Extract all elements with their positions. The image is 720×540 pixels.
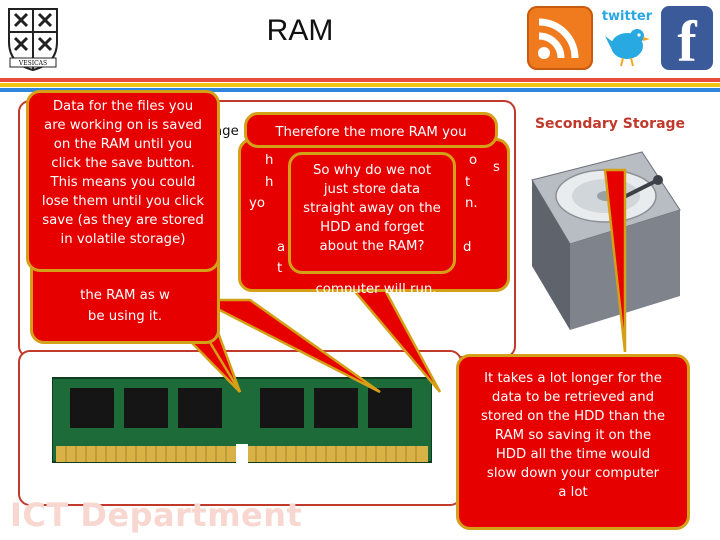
facebook-icon[interactable]: f (661, 6, 713, 74)
callout-hdd-line7: a lot (558, 485, 588, 500)
peek-h1: h (265, 153, 274, 168)
callout-save-line5: This means you could (50, 175, 196, 190)
peek-a: a (277, 240, 286, 255)
facebook-letter: f (677, 9, 697, 74)
callout-tail-hdd (603, 168, 627, 353)
callout-hdd-slow: It takes a lot longer for the data to be… (456, 354, 690, 530)
callout-why-not-line4: HDD and forget (320, 220, 424, 235)
header-divider-yellow (0, 83, 720, 87)
peek-computer-will-run: computer will run. (315, 282, 437, 297)
callout-save-line4: click the save button. (51, 156, 195, 171)
callout-save-line2: are working on is saved (44, 118, 202, 133)
peek-t2: t (277, 261, 283, 276)
page-title: RAM (266, 14, 334, 47)
callout-tail-back (199, 298, 381, 394)
callout-more-ram-text: Therefore the more RAM you (275, 125, 467, 140)
callout-hdd-line2: data to be retrieved and (491, 390, 655, 405)
peek-age: age (214, 124, 239, 139)
callout-hdd-line4: RAM so saving it on the (494, 428, 652, 443)
peek-s: s (493, 160, 500, 175)
peek-h2: h (265, 175, 274, 190)
callout-why-not: So why do we not just store data straigh… (288, 152, 456, 274)
peek-o: o (469, 153, 478, 168)
callout-hdd-line5: HDD all the time would (495, 447, 651, 462)
callout-ram-usage-line1: the RAM as w (80, 288, 170, 303)
peek-n: n. (465, 196, 478, 211)
callout-ram-usage-line2: be using it. (87, 309, 163, 324)
callout-why-not-line3: straight away on the (303, 201, 441, 216)
rss-icon[interactable] (527, 6, 593, 70)
callout-hdd-line3: stored on the HDD than the (480, 409, 666, 424)
callout-save: Data for the files you are working on is… (26, 90, 220, 272)
callout-why-not-line2: just store data (323, 182, 421, 197)
callout-save-line6: lose them until you click (41, 194, 205, 209)
peek-t: t (465, 175, 471, 190)
peek-yo: yo (249, 196, 266, 211)
callout-save-line8: in volatile storage) (60, 232, 186, 247)
callout-more-ram: Therefore the more RAM you (244, 112, 498, 148)
twitter-icon[interactable]: twitter (597, 6, 657, 70)
callout-hdd-line6: slow down your computer (486, 466, 660, 481)
header-divider-red (0, 78, 720, 82)
callout-why-not-line1: So why do we not (312, 163, 432, 178)
callout-why-not-line5: about the RAM? (319, 239, 425, 254)
callout-hdd-line1: It takes a lot longer for the (484, 371, 662, 386)
callout-save-line1: Data for the files you (52, 99, 194, 114)
peek-d: d (463, 240, 472, 255)
callout-save-line7: save (as they are stored (42, 213, 204, 228)
callout-save-line3: on the RAM until you (53, 137, 193, 152)
twitter-wordmark: twitter (602, 9, 653, 24)
secondary-storage-label: Secondary Storage (534, 116, 686, 132)
ram-stick-image (51, 372, 433, 472)
school-crest-logo: VESICAS (6, 6, 60, 72)
crest-motto: VESICAS (18, 60, 47, 67)
header-divider-blue (0, 88, 720, 92)
department-watermark: ICT Department (10, 496, 303, 534)
